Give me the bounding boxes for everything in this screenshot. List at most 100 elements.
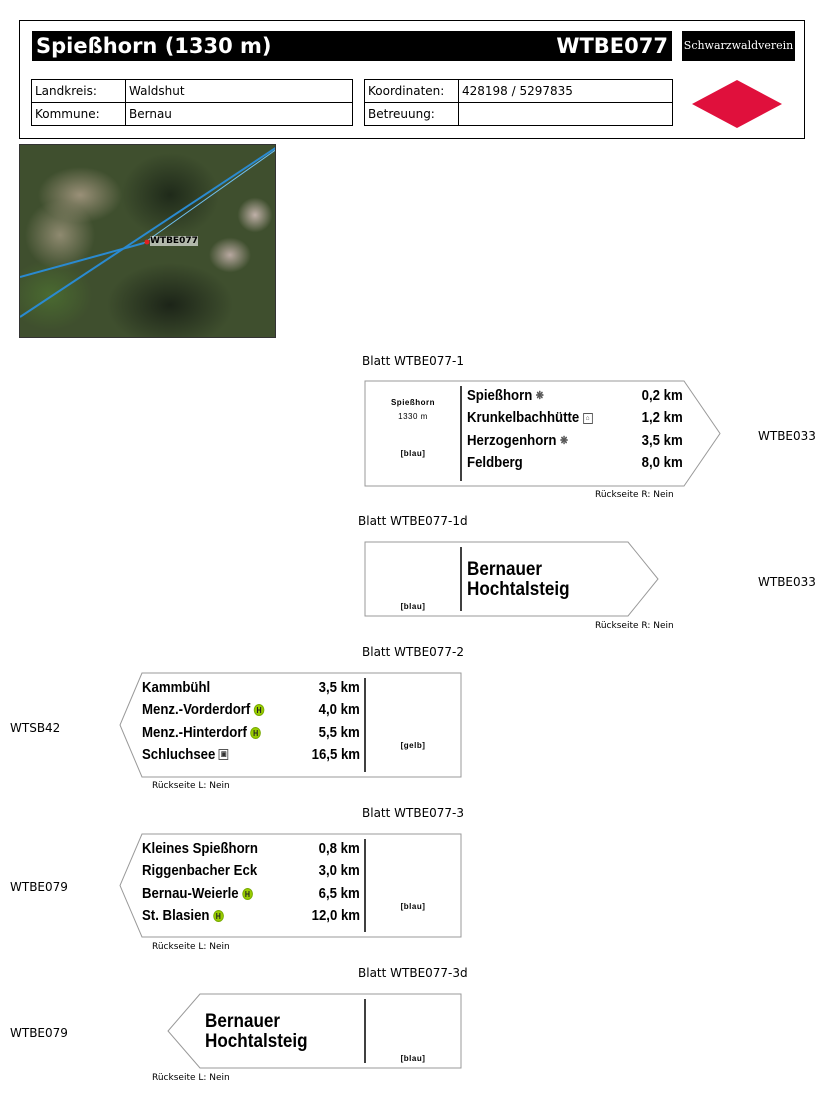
landkreis-label: Landkreis: <box>31 79 126 103</box>
back-side-note: Rückseite L: Nein <box>152 1073 230 1083</box>
destination-name: Krunkelbachhütte <box>467 409 580 427</box>
destination-row-name: Spießhorn❋ <box>467 386 544 406</box>
kommune-label: Kommune: <box>31 102 126 126</box>
sign-outline <box>119 833 462 938</box>
sign-outline <box>364 541 659 617</box>
hut-icon: ⌂ <box>582 412 593 424</box>
koordinaten-value: 428198 / 5297835 <box>458 79 673 103</box>
destination-name: Riggenbacher Eck <box>142 862 258 880</box>
betreuung-value <box>458 102 673 126</box>
sign-head-name: Spießhorn <box>390 398 436 407</box>
waypoint-marker-icon <box>144 239 150 245</box>
back-side-note: Rückseite R: Nein <box>595 621 674 631</box>
destination-waypoint: WTBE033 <box>758 429 816 443</box>
destination-row-name: Kammbühl <box>142 678 210 698</box>
landkreis-value: Waldshut <box>125 79 353 103</box>
sun-icon: ❋ <box>559 434 569 447</box>
train-icon: ▣ <box>218 749 229 761</box>
trail-marker-diamond-icon <box>692 80 782 128</box>
back-side-note: Rückseite L: Nein <box>152 942 230 952</box>
destination-name: Menz.-Hinterdorf <box>142 723 247 741</box>
trail-color-label: [blau] <box>400 1054 426 1063</box>
destination-name: Kammbühl <box>142 679 211 696</box>
trail-lines <box>20 147 275 318</box>
signpost-left: [blau] Kleines Spießhorn 0,8 km Riggenbache… <box>119 833 462 938</box>
destination-waypoint: WTBE033 <box>758 575 816 589</box>
destination-row-name: Kleines Spießhorn <box>142 839 258 859</box>
destination-distance: 4,0 km <box>318 701 360 719</box>
destination-distance: 12,0 km <box>311 906 360 924</box>
bus-stop-icon: H <box>213 909 224 922</box>
route-name-line: Hochtalsteig <box>205 1031 308 1052</box>
aerial-map[interactable]: WTBE077 <box>19 144 276 338</box>
destination-name: Menz.-Vorderdorf <box>142 701 251 719</box>
destination-distance: 8,0 km <box>641 453 683 471</box>
bus-stop-icon: H <box>242 887 253 900</box>
destination-distance: 1,2 km <box>641 409 683 427</box>
coordinates-table: Koordinaten:428198 / 5297835 Betreuung: <box>364 79 673 126</box>
destination-distance: 6,5 km <box>318 884 360 902</box>
sign-outline <box>167 993 462 1069</box>
trail-color-label: [gelb] <box>400 741 426 750</box>
sheet-label: Blatt WTBE077-1d <box>358 514 468 528</box>
destination-name: Feldberg <box>467 453 523 471</box>
trail-color-label: [blau] <box>400 449 426 458</box>
koordinaten-label: Koordinaten: <box>364 79 459 103</box>
destination-name: Kleines Spießhorn <box>142 840 258 857</box>
destination-name: Spießhorn <box>467 387 533 404</box>
destination-distance: 0,2 km <box>641 387 683 404</box>
route-name-line: Bernauer <box>205 1011 281 1032</box>
title-bar: Spießhorn (1330 m) WTBE077 <box>32 31 672 61</box>
destination-name: Bernau-Weierle <box>142 884 239 902</box>
sheet-label: Blatt WTBE077-3 <box>362 806 465 820</box>
destination-waypoint: WTSB42 <box>10 721 61 735</box>
destination-row-name: Schluchsee▣ <box>142 745 229 765</box>
trail-color-label: [blau] <box>400 902 426 911</box>
destination-distance: 0,8 km <box>318 840 360 857</box>
waypoint-code: WTBE077 <box>556 34 668 58</box>
destination-row-name: Krunkelbachhütte⌂ <box>467 408 593 428</box>
destination-distance: 3,0 km <box>318 862 360 880</box>
destination-distance: 3,5 km <box>318 679 360 696</box>
route-name-line: Hochtalsteig <box>467 579 570 600</box>
sign-outline <box>364 380 721 487</box>
sheet-label: Blatt WTBE077-3d <box>358 966 468 980</box>
kommune-value: Bernau <box>125 102 353 126</box>
destination-waypoint: WTBE079 <box>10 880 68 894</box>
header-box <box>19 20 805 139</box>
sign-outline <box>119 672 462 778</box>
destination-row-name: Riggenbacher Eck <box>142 861 257 881</box>
bus-stop-icon: H <box>253 704 265 717</box>
destination-row-name: Feldberg <box>467 453 523 473</box>
trail-color-label: [blau] <box>400 602 426 611</box>
betreuung-label: Betreuung: <box>364 102 459 126</box>
sheet-label: Blatt WTBE077-1 <box>362 354 465 368</box>
destination-row-name: Herzogenhorn❋ <box>467 431 568 451</box>
destination-distance: 3,5 km <box>641 431 683 449</box>
org-logo: Schwarzwaldverein <box>682 31 795 61</box>
destination-name: St. Blasien <box>142 906 210 924</box>
bus-stop-icon: H <box>250 726 261 739</box>
page-title: Spießhorn (1330 m) <box>36 34 272 58</box>
map-marker-label: WTBE077 <box>150 236 198 246</box>
location-table: Landkreis:Waldshut Kommune:Bernau <box>31 79 353 126</box>
destination-name: Schluchsee <box>142 745 216 763</box>
back-side-note: Rückseite L: Nein <box>152 781 230 791</box>
sheet-label: Blatt WTBE077-2 <box>362 645 465 659</box>
destination-waypoint: WTBE079 <box>10 1026 68 1040</box>
destination-distance: 16,5 km <box>311 745 360 763</box>
destination-distance: 5,5 km <box>318 723 360 741</box>
route-name-line: Bernauer <box>467 559 543 580</box>
sign-head-altitude: 1330 m <box>398 412 428 421</box>
back-side-note: Rückseite R: Nein <box>595 490 674 500</box>
destination-name: Herzogenhorn <box>467 431 557 449</box>
sun-icon: ❋ <box>535 390 544 403</box>
